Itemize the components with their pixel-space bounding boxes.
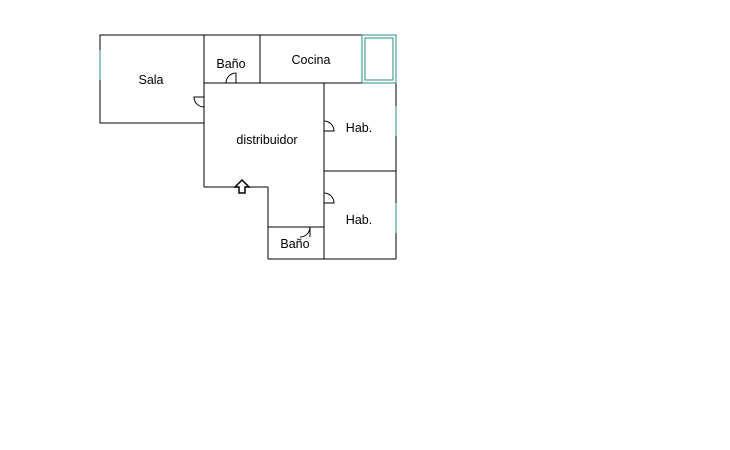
window-icon [361, 34, 397, 84]
window-icon [364, 37, 394, 81]
room-label-cocina: Cocina [292, 53, 331, 67]
door-swing-icon [193, 96, 205, 108]
door-swing-icon [299, 226, 311, 238]
windows [99, 34, 397, 233]
room-label-hab-bottom: Hab. [346, 213, 372, 227]
up-arrow-icon [233, 178, 251, 194]
room-label-distribuidor: distribuidor [236, 133, 297, 147]
door-swing-icon [225, 72, 237, 84]
room-label-bano-bottom: Baño [280, 237, 309, 251]
door-swing-icon [323, 120, 335, 132]
room-label-sala: Sala [138, 73, 163, 87]
room-label-bano-top: Baño [216, 57, 245, 71]
room-label-hab-top: Hab. [346, 121, 372, 135]
doors [193, 72, 335, 238]
door-swing-icon [323, 192, 335, 204]
